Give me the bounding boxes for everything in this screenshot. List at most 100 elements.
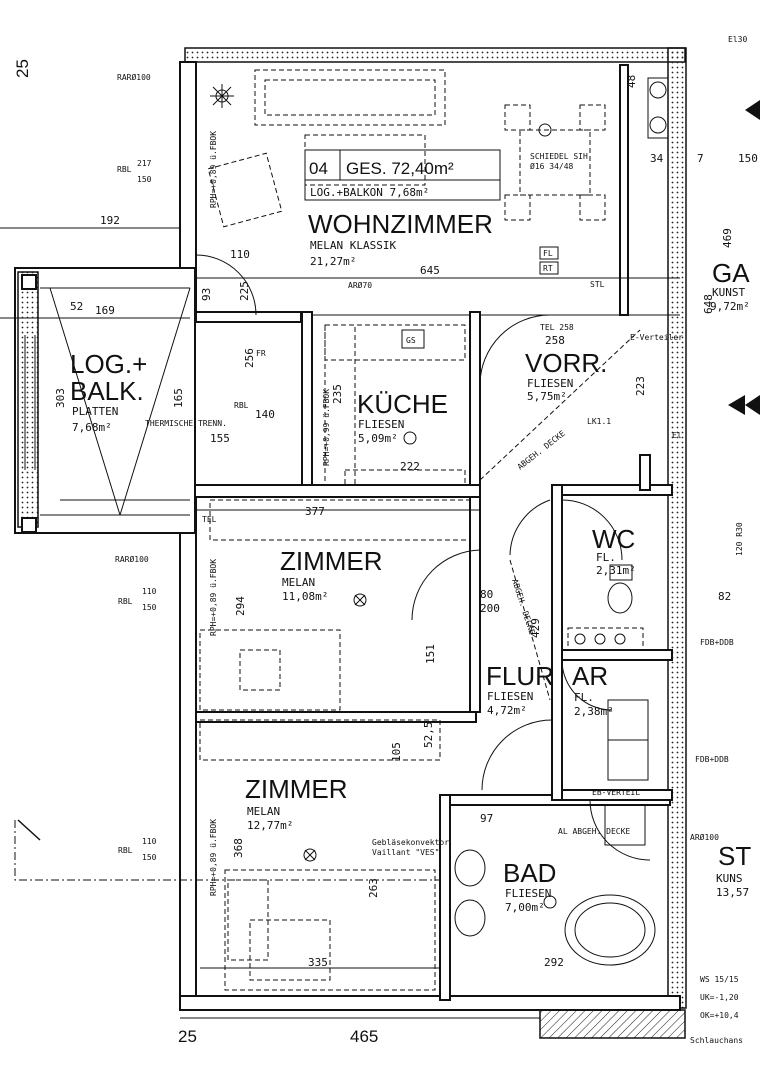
dimension-lines <box>0 227 680 1019</box>
label-gs: GS <box>406 336 416 345</box>
dim-169: 169 <box>95 304 115 317</box>
label-rbl-3-val: 110 <box>142 837 157 846</box>
room-material-flur: FLIESEN <box>487 690 533 703</box>
label-rar100-top: RARØ100 <box>117 72 151 82</box>
label-abgeh-1: ABGEH. DECKE <box>516 429 567 472</box>
dim-303: 303 <box>54 388 67 408</box>
label-el: El <box>672 431 682 440</box>
loggia <box>14 267 196 534</box>
dim-105: 105 <box>390 742 403 762</box>
left-wall-bottom <box>179 484 197 1011</box>
label-geblaese-1: Gebläsekonvektor <box>372 838 449 847</box>
arrow-right-mid <box>745 395 760 415</box>
dim-192: 192 <box>100 214 120 227</box>
label-ar70: ARØ70 <box>348 280 372 290</box>
label-abgeh-3: AL ABGEH. DECKE <box>558 827 630 836</box>
dim-223: 223 <box>634 376 647 396</box>
dim-48: 48 <box>625 75 638 88</box>
label-rph-3: RPH=+0,89 ü.FBOK <box>209 819 218 896</box>
arrow-left-mid <box>728 395 745 415</box>
room-material-wohnzimmer: MELAN KLASSIK <box>310 239 396 252</box>
label-thermische: THERMISCHE TRENN. <box>145 419 227 428</box>
room-wohnzimmer: WOHNZIMMER MELAN KLASSIK 21,27m² <box>308 209 493 268</box>
dim-25-top: 25 <box>13 59 32 78</box>
dim-645: 645 <box>420 264 440 277</box>
room-area-garage: 9,72m² <box>710 300 750 313</box>
room-name-loggia-1: LOG.+ <box>70 349 147 379</box>
room-area-wohnzimmer: 21,27m² <box>310 255 356 268</box>
dim-465: 465 <box>350 1027 378 1046</box>
dim-469: 469 <box>721 228 734 248</box>
dim-80: 80 <box>480 588 493 601</box>
dim-93: 93 <box>200 288 213 301</box>
room-wc: WC FL. 2,31m² <box>592 524 636 577</box>
dim-97: 97 <box>480 812 493 825</box>
label-rbl-2: RBL <box>118 597 133 606</box>
abgeh-line-1 <box>479 329 641 481</box>
room-loggia: LOG.+ BALK. PLATTEN 7,68m² <box>70 349 147 434</box>
room-flur: FLUR FLIESEN 4,72m² <box>486 661 554 717</box>
bottom-wall <box>179 995 681 1011</box>
room-name-zimmer1: ZIMMER <box>280 546 383 576</box>
arrow-right-top <box>745 100 760 120</box>
room-material-loggia: PLATTEN <box>72 405 118 418</box>
room-area-st: 13,57 <box>716 886 749 899</box>
room-zimmer2: ZIMMER MELAN 12,77m² <box>245 774 348 832</box>
label-eb-verteil: EB-VERTEIL <box>592 788 640 797</box>
room-material-ar: FL. <box>574 691 594 704</box>
bottom-right-hatched <box>539 1009 686 1039</box>
dim-377: 377 <box>305 505 325 518</box>
dim-200: 200 <box>480 602 500 615</box>
dim-292: 292 <box>544 956 564 969</box>
label-e-verteiler: E-Verteiler <box>630 333 683 342</box>
room-name-st: ST <box>718 841 751 871</box>
room-bad: BAD FLIESEN 7,00m² <box>503 858 556 914</box>
label-rbl-1-val: 217 <box>137 159 152 168</box>
label-rt-box: RT <box>543 264 553 273</box>
label-schiedel: SCHIEDEL SIH <box>530 152 588 161</box>
outer-walls <box>179 47 687 1039</box>
room-area-wc: 2,31m² <box>596 564 636 577</box>
room-material-kueche: FLIESEN <box>358 418 404 431</box>
room-material-zimmer2: MELAN <box>247 805 280 818</box>
room-area-vorraum: 5,75m² <box>527 390 567 403</box>
dim-263: 263 <box>367 878 380 898</box>
room-area-ar: 2,38m² <box>574 705 614 718</box>
room-area-zimmer1: 11,08m² <box>282 590 328 603</box>
room-name-ar: AR <box>572 661 608 691</box>
label-rbl-1: RBL <box>117 165 132 174</box>
dim-368: 368 <box>232 838 245 858</box>
dim-52-5: 52,5 <box>422 722 435 749</box>
dim-335: 335 <box>308 956 328 969</box>
dim-110: 110 <box>230 248 250 261</box>
room-zimmer1: ZIMMER MELAN 11,08m² <box>280 546 383 603</box>
room-name-bad: BAD <box>503 858 556 888</box>
dim-165: 165 <box>172 388 185 408</box>
label-rbl-2-val-b: 150 <box>142 603 157 612</box>
label-fdb-2: FDB+DDB <box>695 755 729 764</box>
dash-dot-boundary <box>14 820 440 881</box>
dim-258: 258 <box>545 334 565 347</box>
label-r30: 120 R30 <box>735 522 744 556</box>
room-name-wc: WC <box>592 524 635 554</box>
room-material-vorraum: FLIESEN <box>527 377 573 390</box>
dim-294: 294 <box>234 596 247 616</box>
label-rph-1: RPH=+0,89 ü.FBOK <box>209 131 218 208</box>
unit-number: 04 <box>309 159 328 178</box>
top-wall <box>184 47 686 63</box>
room-name-zimmer2: ZIMMER <box>245 774 348 804</box>
label-stl: STL <box>590 280 605 289</box>
label-abgeh-2: ABGEH. DECKE <box>510 578 536 636</box>
room-material-bad: FLIESEN <box>505 887 551 900</box>
room-area-zimmer2: 12,77m² <box>247 819 293 832</box>
room-area-bad: 7,00m² <box>505 901 545 914</box>
room-name-wohnzimmer: WOHNZIMMER <box>308 209 493 239</box>
light-icon <box>353 593 367 607</box>
dim-34: 34 <box>650 152 664 165</box>
dim-7: 7 <box>697 152 704 165</box>
room-area-flur: 4,72m² <box>487 704 527 717</box>
room-material-zimmer1: MELAN <box>282 576 315 589</box>
room-ar: AR FL. 2,38m² <box>572 661 614 718</box>
label-fdb-1: FDB+DDB <box>700 638 734 647</box>
unit-sub: LOG.+BALKON 7,68m² <box>310 186 429 199</box>
